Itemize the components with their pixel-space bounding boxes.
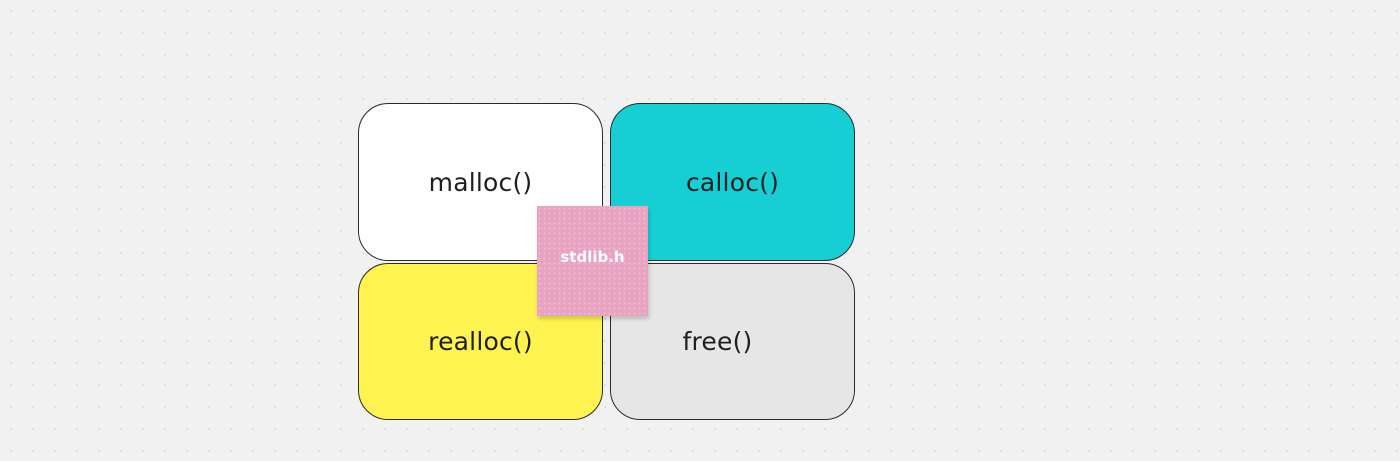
malloc-box[interactable]: malloc() [358, 103, 603, 261]
stdlib-sticky-note[interactable]: stdlib.h [537, 206, 648, 316]
calloc-label: calloc() [685, 167, 780, 197]
free-label: free() [682, 327, 753, 356]
realloc-label: realloc() [428, 327, 533, 356]
calloc-box[interactable]: calloc() [610, 103, 855, 261]
malloc-label: malloc() [428, 167, 533, 197]
free-box[interactable]: free() [610, 263, 855, 420]
sticky-note-label: stdlib.h [560, 248, 625, 266]
